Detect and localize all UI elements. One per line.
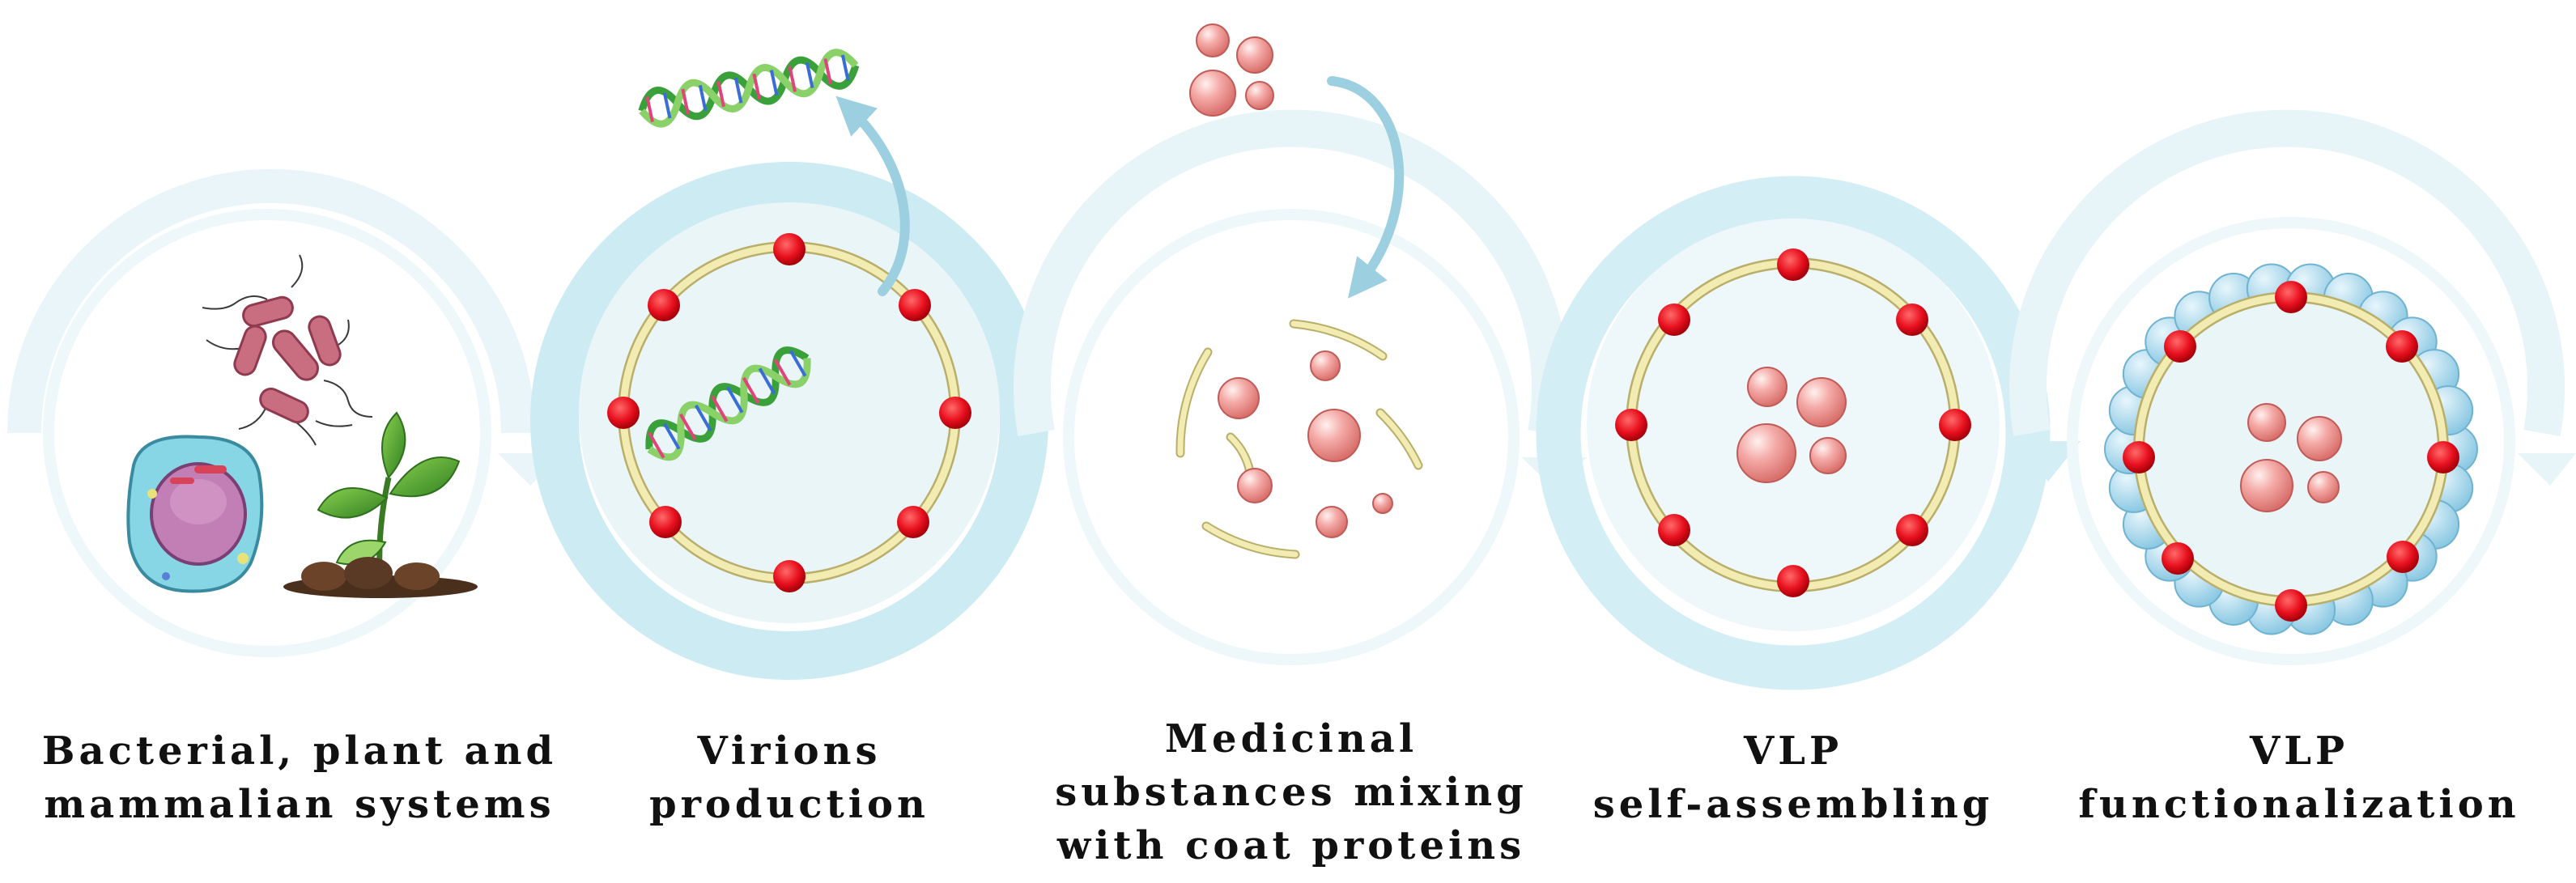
label-line: Medicinal [1164, 716, 1418, 762]
step-label-mixing: Medicinal substances mixing with coat pr… [1032, 712, 1550, 872]
ring-functionalization [2009, 109, 2576, 665]
step-mixing-illustration [1175, 23, 1423, 559]
mixing-arrow [1327, 76, 1405, 299]
label-line: functionalization [2078, 782, 2520, 827]
step-self-assembling-illustration [1615, 248, 1971, 597]
step-label-virions: Virions production [530, 724, 1048, 831]
label-line: VLP [2249, 728, 2349, 774]
label-line: VLP [1743, 728, 1843, 774]
drug-particles-icon [1189, 23, 1274, 117]
label-line: mammalian systems [44, 782, 555, 827]
dna-helix-icon [645, 346, 811, 461]
capsid-proteins [607, 233, 971, 592]
step-virions-illustration [607, 49, 971, 592]
label-line: production [649, 782, 929, 827]
label-line: with coat proteins [1056, 823, 1526, 868]
encapsulated-particles [2240, 403, 2342, 512]
capsid-proteins [2123, 281, 2459, 622]
label-line: Bacterial, plant and [41, 728, 558, 774]
bacteria-icon [202, 254, 373, 446]
step-functionalization-illustration [2104, 263, 2478, 635]
mammalian-cell-icon [126, 435, 264, 593]
plant-seedling-icon [283, 411, 478, 598]
coat-protein-fragments-icon [1175, 319, 1423, 559]
label-line: substances mixing [1055, 770, 1528, 815]
drug-particles-mixed [1218, 350, 1393, 538]
label-line: Virions [697, 728, 882, 774]
encapsulated-particles [1736, 367, 1847, 483]
step-label-functionalization: VLP functionalization [2040, 724, 2558, 831]
label-line: self-assembling [1592, 782, 1994, 827]
dna-helix-icon [638, 49, 860, 128]
step-systems-illustration [126, 254, 478, 598]
extraction-arrow [835, 96, 910, 296]
step-label-self-assembling: VLP self-assembling [1534, 724, 2052, 831]
capsid-proteins [1615, 248, 1971, 597]
ring-mixing [1014, 109, 1587, 665]
step-label-systems: Bacterial, plant and mammalian systems [40, 724, 559, 831]
